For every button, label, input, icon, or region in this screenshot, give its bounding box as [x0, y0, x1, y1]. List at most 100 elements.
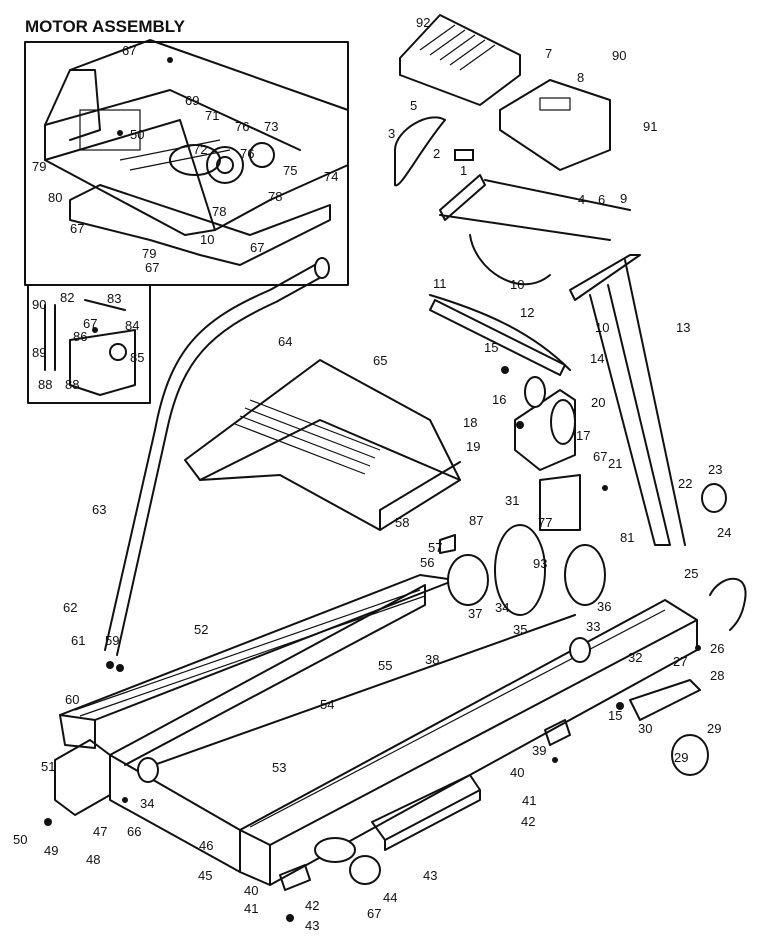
part-label-41: 41 — [244, 901, 258, 916]
part-label-15: 15 — [484, 340, 498, 355]
part-label-84: 84 — [125, 318, 139, 333]
part-label-19: 19 — [466, 439, 480, 454]
part-label-79: 79 — [142, 246, 156, 261]
part-label-90: 90 — [32, 297, 46, 312]
part-label-3: 3 — [388, 126, 395, 141]
part-label-58: 58 — [395, 515, 409, 530]
part-label-73: 73 — [264, 119, 278, 134]
part-label-67: 67 — [367, 906, 381, 921]
part-label-57: 57 — [428, 540, 442, 555]
part-label-61: 61 — [71, 633, 85, 648]
part-label-59: 59 — [105, 633, 119, 648]
part-label-74: 74 — [324, 169, 338, 184]
part-label-23: 23 — [708, 462, 722, 477]
part-label-5: 5 — [410, 98, 417, 113]
switch-inset — [27, 284, 151, 404]
part-label-26: 26 — [710, 641, 724, 656]
part-label-24: 24 — [717, 525, 731, 540]
part-label-8: 8 — [577, 70, 584, 85]
part-label-25: 25 — [684, 566, 698, 581]
part-label-9: 9 — [620, 191, 627, 206]
part-label-40: 40 — [510, 765, 524, 780]
part-label-22: 22 — [678, 476, 692, 491]
part-label-80: 80 — [48, 190, 62, 205]
part-label-39: 39 — [532, 743, 546, 758]
part-label-91: 91 — [643, 119, 657, 134]
part-label-78: 78 — [268, 189, 282, 204]
part-label-72: 72 — [193, 142, 207, 157]
part-label-33: 33 — [586, 619, 600, 634]
part-label-60: 60 — [65, 692, 79, 707]
part-label-63: 63 — [92, 502, 106, 517]
part-label-29: 29 — [707, 721, 721, 736]
part-label-53: 53 — [272, 760, 286, 775]
part-label-43: 43 — [423, 868, 437, 883]
part-label-42: 42 — [305, 898, 319, 913]
part-label-52: 52 — [194, 622, 208, 637]
part-label-48: 48 — [86, 852, 100, 867]
part-label-2: 2 — [433, 146, 440, 161]
part-label-7: 7 — [545, 46, 552, 61]
part-label-13: 13 — [676, 320, 690, 335]
drive-motor — [514, 376, 576, 471]
part-label-45: 45 — [198, 868, 212, 883]
part-label-67: 67 — [250, 240, 264, 255]
part-label-10: 10 — [595, 320, 609, 335]
diagram-title: MOTOR ASSEMBLY — [25, 17, 186, 36]
controller-board — [539, 474, 581, 531]
part-label-76: 76 — [235, 119, 249, 134]
part-label-44: 44 — [383, 890, 397, 905]
part-label-65: 65 — [373, 353, 387, 368]
part-label-20: 20 — [591, 395, 605, 410]
part-label-62: 62 — [63, 600, 77, 615]
console-parts — [394, 14, 611, 187]
part-label-51: 51 — [41, 759, 55, 774]
part-label-85: 85 — [130, 350, 144, 365]
part-label-56: 56 — [420, 555, 434, 570]
part-label-16: 16 — [492, 392, 506, 407]
part-label-93: 93 — [533, 556, 547, 571]
fasteners — [44, 366, 701, 922]
part-label-30: 30 — [638, 721, 652, 736]
part-label-55: 55 — [378, 658, 392, 673]
part-label-11: 11 — [433, 276, 447, 291]
part-label-37: 37 — [468, 606, 482, 621]
part-label-43: 43 — [305, 918, 319, 933]
part-label-88: 88 — [65, 377, 79, 392]
part-label-17: 17 — [576, 428, 590, 443]
part-label-1: 1 — [460, 163, 467, 178]
part-label-71: 71 — [205, 108, 219, 123]
part-label-67: 67 — [122, 43, 136, 58]
part-label-31: 31 — [505, 493, 519, 508]
part-label-32: 32 — [628, 650, 642, 665]
part-label-40: 40 — [244, 883, 258, 898]
part-label-14: 14 — [590, 351, 604, 366]
part-label-18: 18 — [463, 415, 477, 430]
part-label-4: 4 — [578, 192, 585, 207]
part-label-54: 54 — [320, 697, 334, 712]
part-label-76: 76 — [240, 146, 254, 161]
part-label-78: 78 — [212, 204, 226, 219]
part-label-28: 28 — [710, 668, 724, 683]
part-label-79: 79 — [32, 159, 46, 174]
hand-rail — [104, 257, 330, 656]
motor-assembly-inset — [24, 39, 349, 286]
part-label-36: 36 — [597, 599, 611, 614]
part-label-47: 47 — [93, 824, 107, 839]
part-label-49: 49 — [44, 843, 58, 858]
part-label-66: 66 — [127, 824, 141, 839]
part-label-34: 34 — [495, 600, 509, 615]
part-label-29: 29 — [674, 750, 688, 765]
part-label-50: 50 — [13, 832, 27, 847]
side-rail-parts — [54, 534, 701, 891]
part-label-15: 15 — [608, 708, 622, 723]
part-label-82: 82 — [60, 290, 74, 305]
part-label-83: 83 — [107, 291, 121, 306]
part-label-46: 46 — [199, 838, 213, 853]
part-label-6: 6 — [598, 192, 605, 207]
part-label-50: 50 — [130, 127, 144, 142]
part-label-10: 10 — [200, 232, 214, 247]
part-label-38: 38 — [425, 652, 439, 667]
motor-hood — [184, 359, 461, 531]
